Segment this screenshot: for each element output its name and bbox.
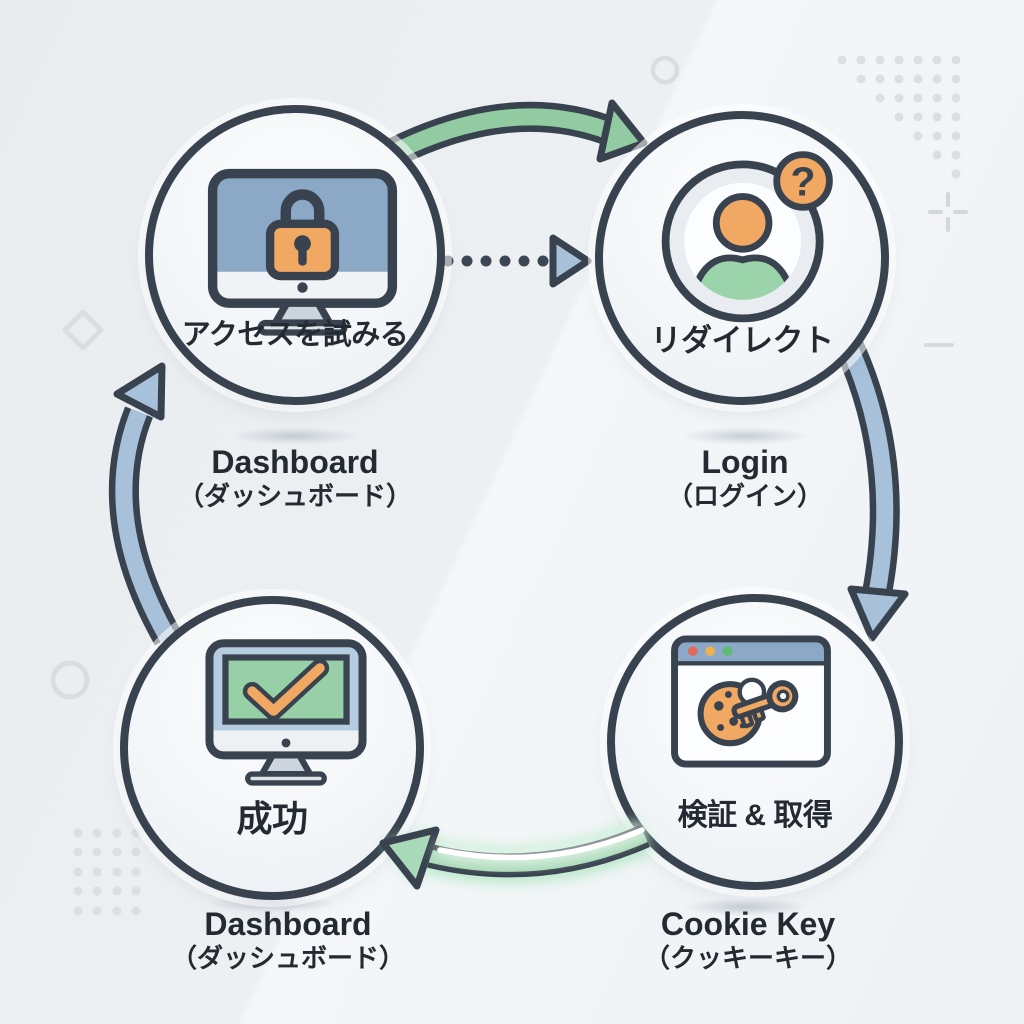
- label-ja: （ログイン）: [666, 481, 823, 511]
- label-ja: （ダッシュボード）: [177, 481, 412, 511]
- ring-decoration-top: [650, 55, 680, 85]
- bottom-arrow: [379, 820, 652, 890]
- ring-decoration-left: [50, 660, 90, 700]
- node-caption: アクセスを試みる: [181, 319, 409, 351]
- label-en: Dashboard: [204, 906, 372, 942]
- plus-decoration: [928, 192, 968, 232]
- user-question-icon: ?: [661, 151, 833, 323]
- question-mark-glyph: ?: [791, 159, 816, 205]
- node-success: 成功: [120, 596, 424, 900]
- node-attempt-access: アクセスを試みる: [145, 105, 445, 405]
- circle-shadow: [207, 894, 337, 912]
- dotted-arrow: [442, 234, 592, 288]
- cookie-key-icon: [671, 635, 831, 768]
- label-cookie-key: Cookie Key （クッキーキー）: [498, 906, 998, 975]
- left-arrow: [108, 362, 182, 646]
- circle-shadow: [680, 898, 810, 916]
- label-dashboard-top: Dashboard （ダッシュボード）: [45, 444, 545, 513]
- node-caption: リダイレクト: [650, 323, 835, 358]
- top-arrow: [388, 99, 648, 166]
- right-arrow: [833, 335, 909, 642]
- label-en: Login: [701, 444, 789, 480]
- circle-shadow: [680, 427, 810, 445]
- label-ja: （ダッシュボード）: [170, 943, 405, 973]
- label-dashboard-bottom: Dashboard （ダッシュボード）: [38, 906, 538, 975]
- node-caption: 検証 & 取得: [677, 799, 833, 832]
- label-ja: （クッキーキー）: [643, 943, 852, 973]
- label-en: Dashboard: [211, 444, 379, 480]
- node-caption: 成功: [236, 798, 308, 839]
- label-en: Cookie Key: [660, 906, 836, 942]
- label-login: Login （ログイン）: [495, 444, 995, 513]
- dot-grid-bottom-left: [73, 828, 141, 916]
- node-redirect: ? リダイレクト: [595, 111, 889, 405]
- monitor-lock-icon: [207, 168, 398, 336]
- dot-grid-top-right: [837, 55, 961, 179]
- circle-shadow: [230, 427, 360, 445]
- diamond-decoration: [62, 309, 104, 351]
- monitor-check-icon: [205, 639, 367, 786]
- node-verify-acquire: 検証 & 取得: [607, 594, 903, 890]
